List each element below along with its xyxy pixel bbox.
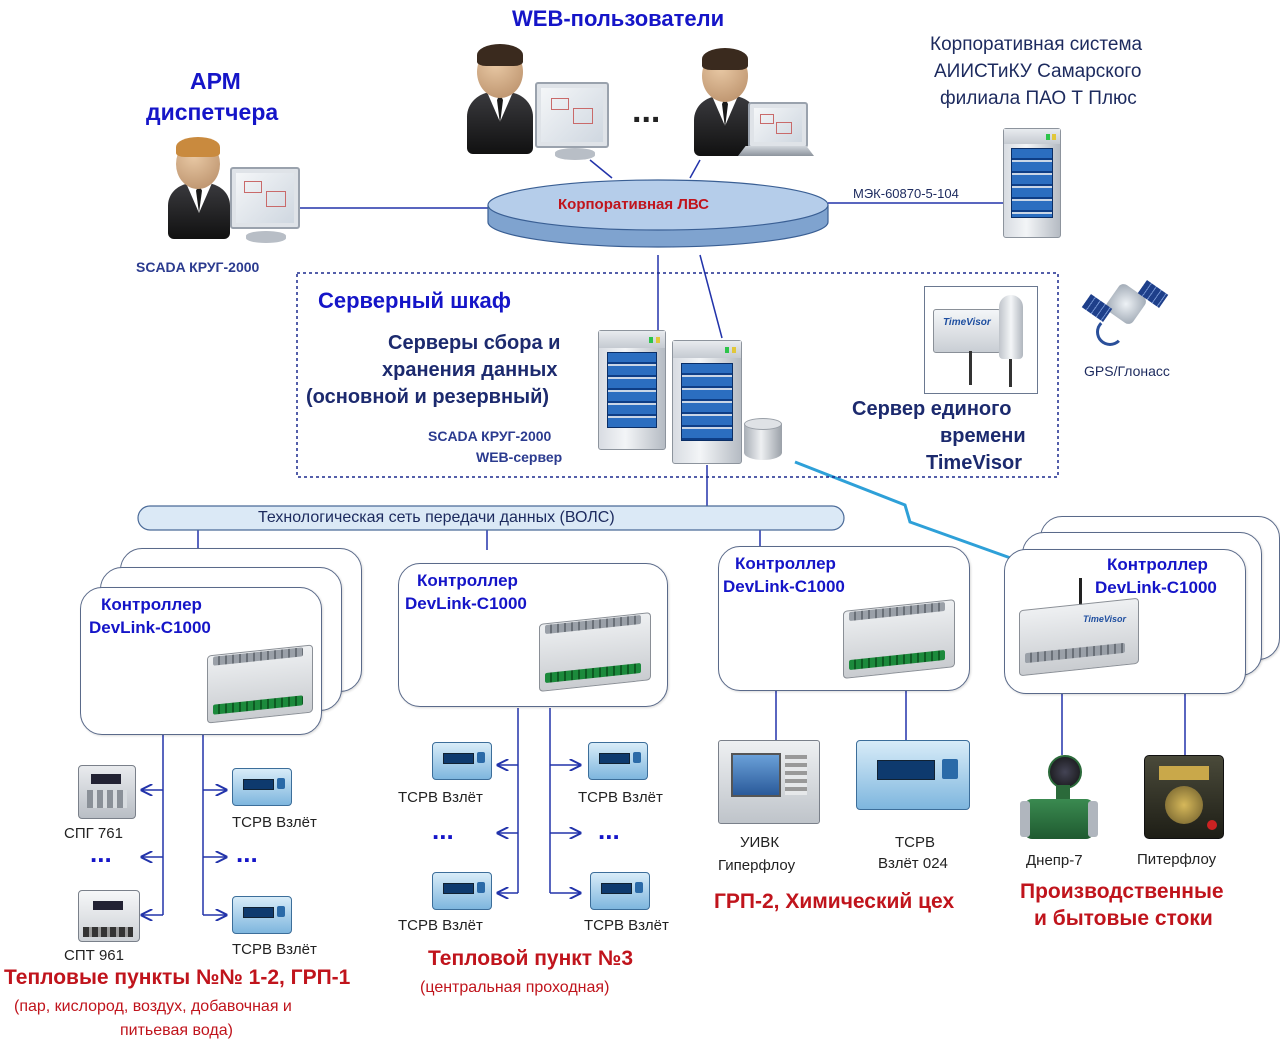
piterflow-label: Питерфлоу — [1137, 851, 1217, 868]
tsrv-meter-icon — [432, 742, 492, 780]
group2-tsrv2-label: ТСРВ Взлёт — [578, 789, 663, 806]
group1-sub-line2: питьевая вода) — [120, 1022, 233, 1039]
primary-server-icon — [598, 330, 666, 450]
backup-server-icon — [672, 340, 742, 464]
tsrv-meter-icon — [588, 742, 648, 780]
protocol-label: МЭК-60870-5-104 — [853, 186, 959, 201]
dnepr-flowmeter-icon — [1020, 755, 1098, 843]
arm-title-line2: диспетчера — [146, 99, 279, 125]
group1-dots-left: ... — [90, 838, 112, 868]
controller-card-2: Контроллер DevLink-C1000 — [398, 563, 668, 707]
server-cabinet-frame — [296, 272, 1059, 478]
devlink-controller-icon — [207, 642, 317, 724]
tsrv024-meter-icon — [856, 740, 970, 810]
controller-1-line2: DevLink-C1000 — [89, 618, 211, 637]
fiber-bus-label: Технологическая сеть передачи данных (ВО… — [258, 509, 615, 526]
controller-3-line1: Контроллер — [735, 554, 836, 573]
devlink-controller-icon — [539, 610, 655, 694]
time-server-line1: Сервер единого — [852, 398, 1012, 420]
timevisor-image-frame: TimeVisor — [924, 286, 1038, 394]
servers-line1: Серверы сбора и — [388, 332, 561, 354]
arm-title-line1: АРМ — [190, 68, 241, 94]
spg761-label: СПГ 761 — [64, 825, 123, 842]
servers-line3: (основной и резервный) — [306, 386, 550, 408]
spt961-label: СПТ 961 — [64, 947, 124, 964]
tsrv-meter-icon — [232, 768, 292, 806]
controller-4-line2: DevLink-C1000 — [1095, 578, 1217, 597]
devlink-controller-icon — [843, 597, 959, 681]
timevisor-device-logo: TimeVisor — [943, 317, 991, 328]
group4-title-line1: Производственные — [1020, 880, 1224, 903]
servers-line2: хранения данных — [382, 359, 558, 381]
cabinet-scada-label: SCADA КРУГ-2000 — [428, 428, 552, 444]
timevisor-controller-icon: TimeVisor — [1019, 578, 1143, 677]
group1-tsrv-a-label: ТСРВ Взлёт — [232, 814, 317, 831]
controller-card-4: Контроллер DevLink-C1000 TimeVisor — [1004, 549, 1246, 694]
group3-title: ГРП-2, Химический цех — [714, 890, 955, 913]
web-user-icon-1 — [463, 42, 613, 167]
tsrv024-line2: Взлёт 024 — [878, 855, 948, 872]
corporate-server-icon — [1003, 128, 1061, 238]
controller-card-1: Контроллер DevLink-C1000 — [80, 587, 322, 735]
timevisor-controller-logo: TimeVisor — [1083, 614, 1127, 624]
corp-system-line1: Корпоративная система — [930, 34, 1143, 55]
time-server-line3: TimeVisor — [926, 452, 1022, 474]
uivk-line2: Гиперфлоу — [718, 857, 796, 874]
group2-tsrv3-label: ТСРВ Взлёт — [398, 917, 483, 934]
group2-dots-right: ... — [598, 815, 620, 845]
group2-sub: (центральная проходная) — [420, 979, 610, 996]
uivk-line1: УИВК — [740, 834, 780, 851]
controller-2-line1: Контроллер — [417, 571, 518, 590]
web-user-icon-2 — [690, 46, 820, 166]
satellite-icon — [1081, 266, 1169, 346]
database-icon — [744, 418, 782, 462]
piterflow-icon — [1144, 755, 1224, 839]
spt961-meter-icon — [78, 890, 140, 942]
group1-tsrv-b-label: ТСРВ Взлёт — [232, 941, 317, 958]
group2-tsrv1-label: ТСРВ Взлёт — [398, 789, 483, 806]
tsrv-meter-icon — [432, 872, 492, 910]
group1-sub-line1: (пар, кислород, воздух, добавочная и — [14, 998, 292, 1015]
arm-scada-label: SCADA КРУГ-2000 — [136, 259, 260, 275]
controller-card-3: Контроллер DevLink-C1000 — [718, 546, 970, 691]
web-users-ellipsis: ... — [632, 92, 661, 130]
dispatcher-workstation-icon — [160, 135, 310, 250]
cabinet-title: Серверный шкаф — [318, 288, 512, 313]
corp-system-line2: АИИСТиКУ Самарского — [934, 61, 1142, 82]
controller-2-line2: DevLink-C1000 — [405, 594, 527, 613]
tsrv-meter-icon — [232, 896, 292, 934]
group2-title: Тепловой пункт №3 — [428, 947, 634, 970]
group1-dots-right: ... — [236, 838, 258, 868]
lan-label: Корпоративная ЛВС — [558, 196, 709, 213]
tsrv024-line1: ТСРВ — [895, 834, 936, 851]
tsrv-meter-icon — [590, 872, 650, 910]
gps-label: GPS/Глонасс — [1084, 363, 1170, 379]
group1-title: Тепловые пункты №№ 1-2, ГРП-1 — [4, 966, 351, 989]
dnepr-label: Днепр-7 — [1026, 852, 1083, 869]
controller-3-line2: DevLink-C1000 — [723, 577, 845, 596]
fiber-bus — [137, 505, 845, 531]
web-users-title: WEB-пользователи — [512, 6, 725, 31]
cabinet-web-server-label: WEB-сервер — [476, 449, 563, 465]
group2-dots-left: ... — [432, 815, 454, 845]
group2-tsrv4-label: ТСРВ Взлёт — [584, 917, 669, 934]
group4-title-line2: и бытовые стоки — [1034, 907, 1213, 930]
time-server-line2: времени — [940, 425, 1026, 447]
corp-system-line3: филиала ПАО Т Плюс — [940, 88, 1137, 109]
uivk-hyperflow-icon — [718, 740, 820, 824]
controller-4-line1: Контроллер — [1107, 555, 1208, 574]
controller-1-line1: Контроллер — [101, 595, 202, 614]
lan-cylinder — [487, 179, 829, 248]
spg761-meter-icon — [78, 765, 136, 819]
